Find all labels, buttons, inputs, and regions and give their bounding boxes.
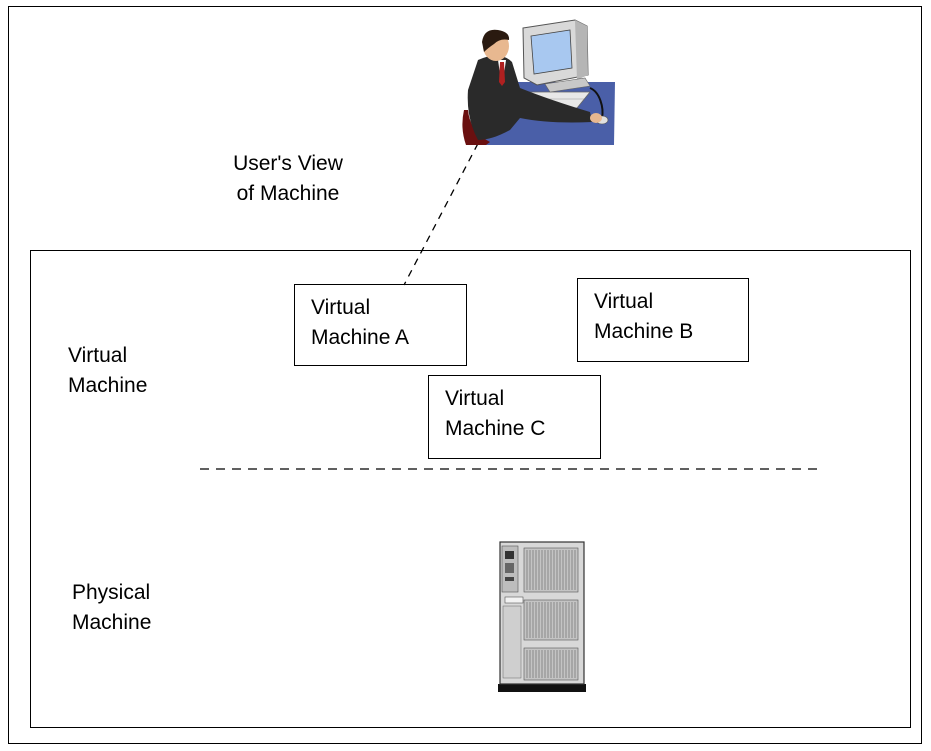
- server-tower-icon: [498, 541, 586, 692]
- machine-container-box: [30, 250, 911, 728]
- physical-layer-line2: Machine: [72, 611, 152, 634]
- virtual-layer-line2: Machine: [68, 374, 148, 397]
- user-view-label: User's View of Machine: [223, 149, 353, 209]
- diagram-frame: [8, 6, 922, 744]
- user-view-label-line1: User's View: [233, 152, 343, 175]
- server-grille-middle: [523, 599, 579, 641]
- physical-machine-layer-label: Physical Machine: [72, 578, 151, 638]
- virtual-machine-layer-label: Virtual Machine: [68, 341, 147, 401]
- user-at-computer-icon: [462, 19, 615, 145]
- virtual-machine-c-box: Virtual Machine C: [428, 375, 601, 459]
- user-view-label-line2: of Machine: [236, 182, 340, 205]
- virtual-machine-a-box: Virtual Machine A: [294, 284, 467, 366]
- virtual-layer-line1: Virtual: [68, 344, 128, 367]
- server-grille-bottom: [523, 647, 579, 681]
- vm-c-line2: Machine C: [445, 417, 546, 440]
- vm-a-line1: Virtual: [311, 296, 371, 319]
- vm-c-line1: Virtual: [445, 387, 505, 410]
- physical-layer-line1: Physical: [72, 581, 151, 604]
- vm-b-line1: Virtual: [594, 290, 654, 313]
- server-grille-top: [523, 547, 579, 593]
- user-to-vm-a-connector: [403, 131, 485, 286]
- vm-a-line2: Machine A: [311, 326, 410, 349]
- vm-b-line2: Machine B: [594, 320, 694, 343]
- virtual-machine-b-box: Virtual Machine B: [577, 278, 749, 362]
